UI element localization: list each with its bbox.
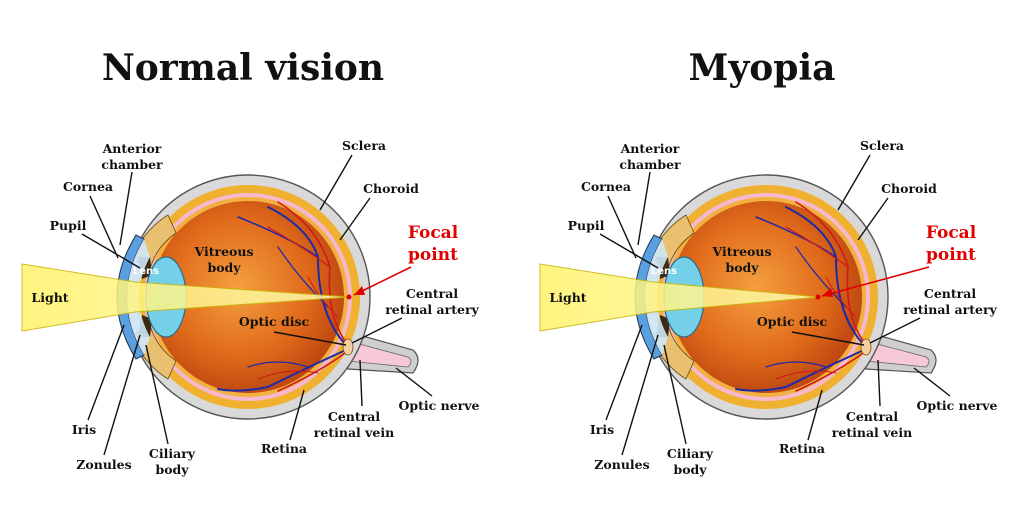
label-anterior-2: chamber — [101, 157, 163, 172]
label-vitreous-2-myopia: body — [725, 260, 759, 275]
label-central-vein-1-myopia: Central — [846, 409, 898, 424]
label-zonules: Zonules — [76, 457, 131, 472]
label-central-vein-2: retinal vein — [314, 425, 394, 440]
label-retina-myopia: Retina — [779, 441, 825, 456]
label-lens: Lens — [133, 266, 159, 277]
leader-lines-myopia — [599, 154, 951, 456]
label-optic-disc-myopia: Optic disc — [757, 314, 828, 329]
label-sclera-myopia: Sclera — [860, 138, 904, 153]
label-optic-nerve: Optic nerve — [399, 398, 480, 413]
label-optic-nerve-myopia: Optic nerve — [917, 398, 998, 413]
label-cornea: Cornea — [63, 179, 113, 194]
label-sclera: Sclera — [342, 138, 386, 153]
light-beam-normal — [21, 263, 351, 332]
label-pupil-myopia: Pupil — [568, 218, 605, 233]
label-vitreous-1-myopia: Vitreous — [711, 244, 771, 259]
label-central-vein-2-myopia: retinal vein — [832, 425, 912, 440]
label-cornea-myopia: Cornea — [581, 179, 631, 194]
label-focal-2: point — [408, 245, 458, 265]
label-choroid: Choroid — [363, 181, 419, 196]
label-pupil: Pupil — [50, 218, 87, 233]
title-myopia: Myopia — [689, 47, 836, 89]
labels-myopia: Anterior chamber Cornea Pupil Lens Vitre… — [549, 138, 997, 477]
title-normal-vision: Normal vision — [102, 47, 384, 89]
label-vitreous-2: body — [207, 260, 241, 275]
label-choroid-myopia: Choroid — [881, 181, 937, 196]
label-central-artery-1-myopia: Central — [924, 286, 976, 301]
label-ciliary-1: Ciliary — [149, 446, 196, 461]
labels-normal: Anterior chamber Cornea Pupil Lens Vitre… — [31, 138, 479, 477]
label-iris-myopia: Iris — [590, 422, 614, 437]
label-anterior-1-myopia: Anterior — [620, 141, 680, 156]
label-central-artery-2-myopia: retinal artery — [903, 302, 997, 317]
label-focal-1-myopia: Focal — [926, 223, 977, 243]
label-iris: Iris — [72, 422, 96, 437]
leader-lines-normal — [81, 154, 433, 456]
label-ciliary-1-myopia: Ciliary — [667, 446, 714, 461]
light-beam-myopia — [539, 263, 821, 332]
label-ciliary-2-myopia: body — [673, 462, 707, 477]
label-lens-myopia: Lens — [651, 266, 677, 277]
label-vitreous-1: Vitreous — [193, 244, 253, 259]
label-anterior-2-myopia: chamber — [619, 157, 681, 172]
label-anterior-1: Anterior — [102, 141, 162, 156]
label-light: Light — [31, 290, 68, 305]
focal-dot-normal — [346, 294, 352, 300]
label-retina: Retina — [261, 441, 307, 456]
label-light-myopia: Light — [549, 290, 586, 305]
label-central-artery-2: retinal artery — [385, 302, 479, 317]
focal-dot-myopia — [815, 294, 821, 300]
label-central-vein-1: Central — [328, 409, 380, 424]
label-central-artery-1: Central — [406, 286, 458, 301]
label-focal-2-myopia: point — [926, 245, 976, 265]
label-zonules-myopia: Zonules — [594, 457, 649, 472]
label-optic-disc: Optic disc — [239, 314, 310, 329]
label-ciliary-2: body — [155, 462, 189, 477]
label-focal-1: Focal — [408, 223, 459, 243]
